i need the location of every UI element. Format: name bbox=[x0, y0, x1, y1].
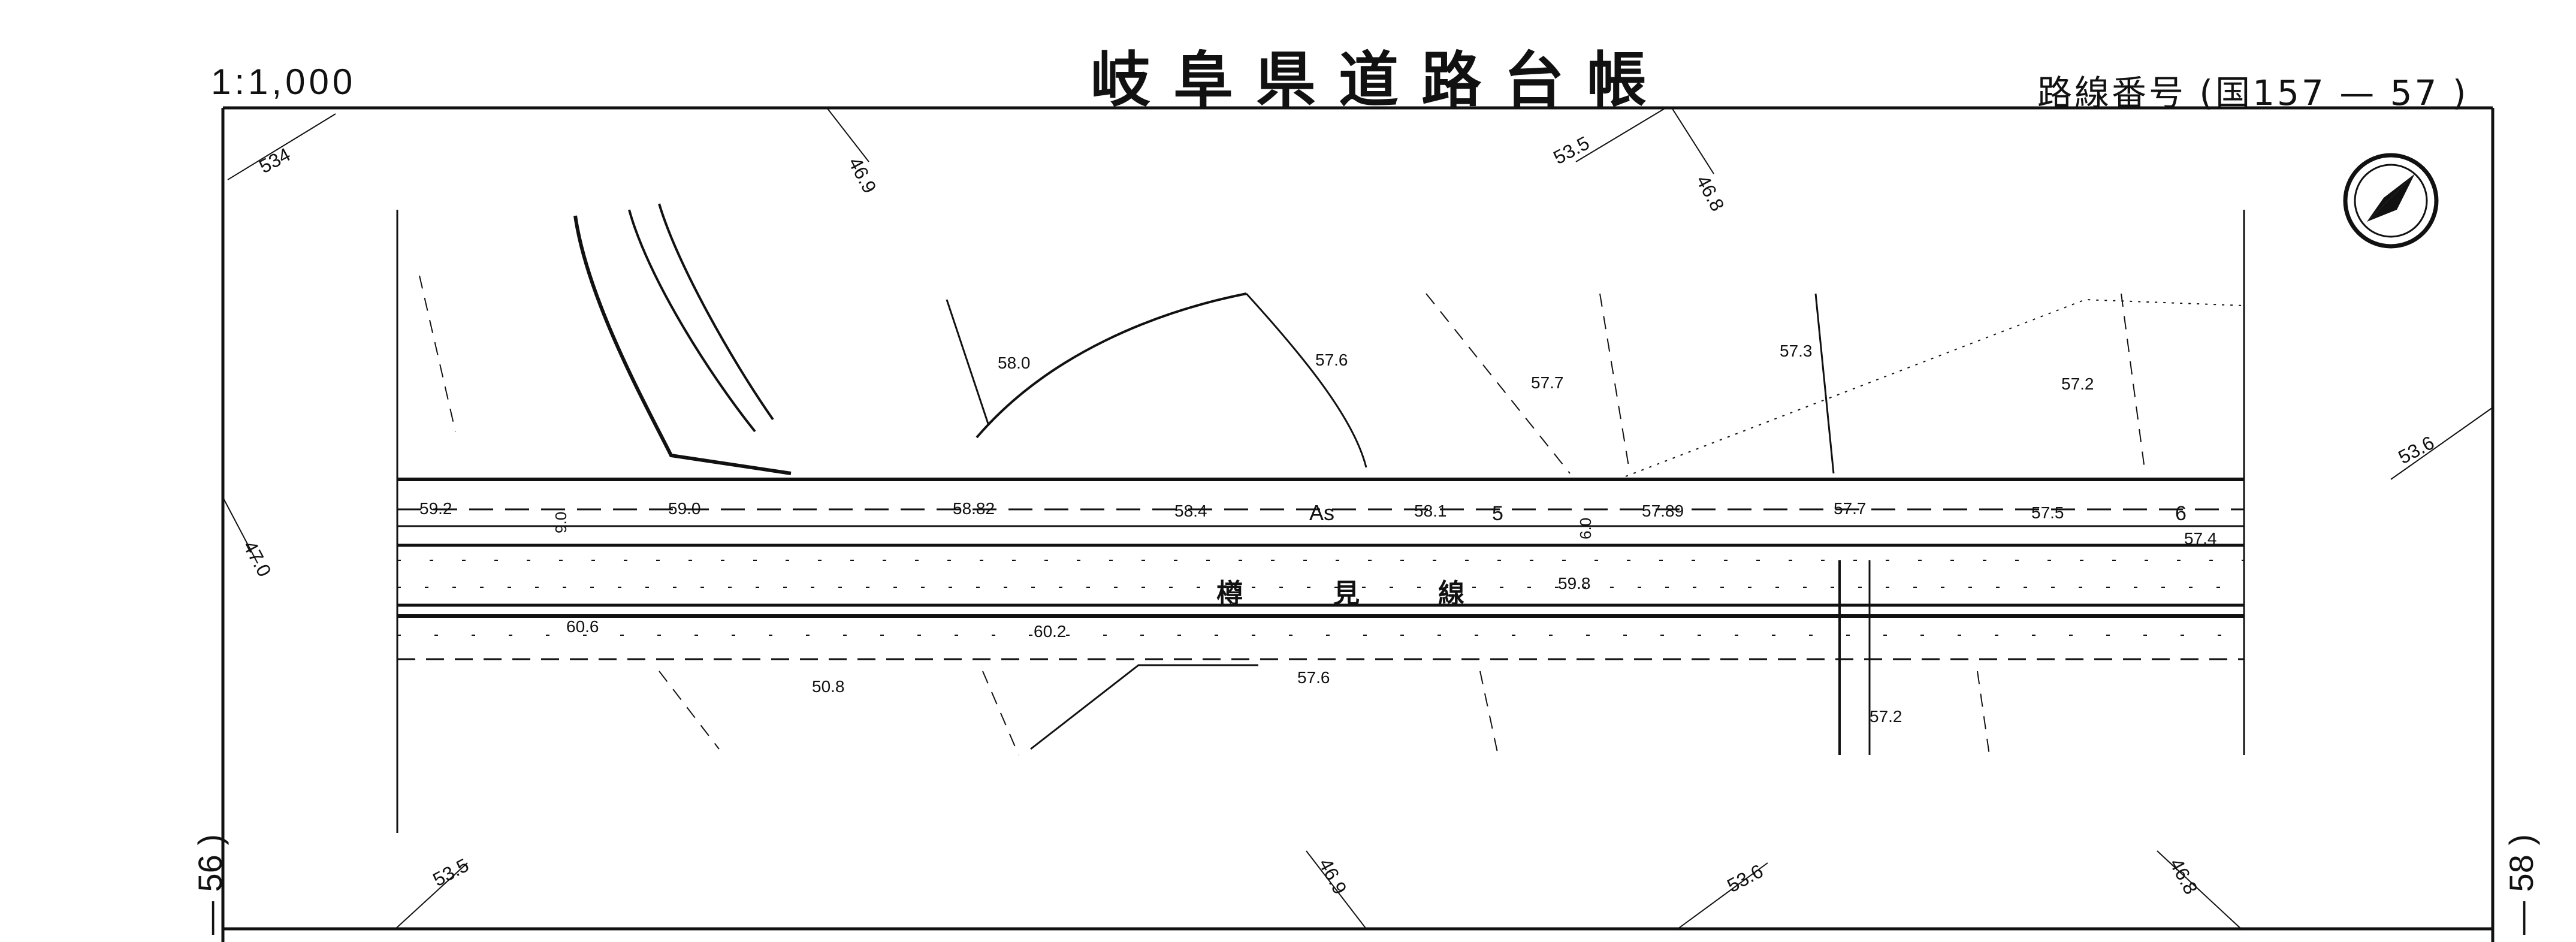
contour-label: 53.5 bbox=[429, 854, 472, 890]
width-mark: 9.0 bbox=[552, 512, 570, 533]
elevation-label: 57.89 bbox=[1642, 502, 1684, 520]
contour-label: 46.8 bbox=[1692, 171, 1729, 215]
elevation-label: 57.4 bbox=[2184, 529, 2217, 548]
elevation-label: 60.2 bbox=[1034, 622, 1067, 641]
width-mark: 6.0 bbox=[1577, 518, 1594, 539]
elevation-label: 58.0 bbox=[998, 354, 1031, 372]
contour-label: 53.5 bbox=[1550, 132, 1593, 168]
surface-label: As bbox=[1309, 500, 1334, 525]
north-arrow-icon bbox=[2343, 153, 2439, 249]
elevation-label: 57.5 bbox=[2031, 503, 2064, 522]
elevation-label: 58.82 bbox=[953, 499, 995, 518]
road-name-char: 見 bbox=[1333, 579, 1360, 608]
section-mark: 5 bbox=[1492, 502, 1503, 525]
elevation-label: 59.0 bbox=[668, 499, 701, 518]
elevation-label: 57.7 bbox=[1834, 499, 1867, 518]
sheet-number-left: — 56 ) bbox=[191, 834, 229, 935]
contour-label: 46.9 bbox=[844, 153, 881, 197]
elevation-label: 59.8 bbox=[1558, 574, 1591, 593]
elevation-label: 57.6 bbox=[1315, 351, 1348, 369]
elevation-label: 57.7 bbox=[1531, 373, 1564, 392]
contour-label: 46.9 bbox=[1315, 855, 1351, 898]
elevation-label: 59.2 bbox=[419, 499, 452, 518]
sheet-number-right: — 58 ) bbox=[2502, 834, 2540, 935]
elevation-label: 57.6 bbox=[1297, 668, 1330, 687]
contour-label: 46.8 bbox=[2166, 855, 2202, 898]
elevation-label: 58.1 bbox=[1414, 502, 1447, 520]
route-number: 路線番号 (国157 — 57 ) bbox=[2037, 73, 2469, 113]
elevation-label: 57.2 bbox=[2061, 375, 2094, 393]
contour-label: 47.0 bbox=[239, 537, 276, 580]
elevation-label: 57.2 bbox=[1870, 707, 1902, 726]
elevation-label: 57.3 bbox=[1780, 342, 1813, 360]
scale-label: 1:1,000 bbox=[211, 62, 357, 102]
section-mark: 6 bbox=[2175, 502, 2187, 525]
elevation-label: 60.6 bbox=[566, 617, 599, 636]
elevation-label: 58.4 bbox=[1174, 502, 1207, 520]
contour-label: 534 bbox=[255, 143, 294, 177]
contour-label: 53.6 bbox=[2394, 431, 2438, 468]
elevation-label: 50.8 bbox=[812, 677, 845, 696]
page-title: 岐阜県道路台帳 bbox=[1091, 45, 1669, 115]
road-name-char: 樽 bbox=[1216, 579, 1243, 608]
road-name-char: 線 bbox=[1438, 579, 1464, 608]
